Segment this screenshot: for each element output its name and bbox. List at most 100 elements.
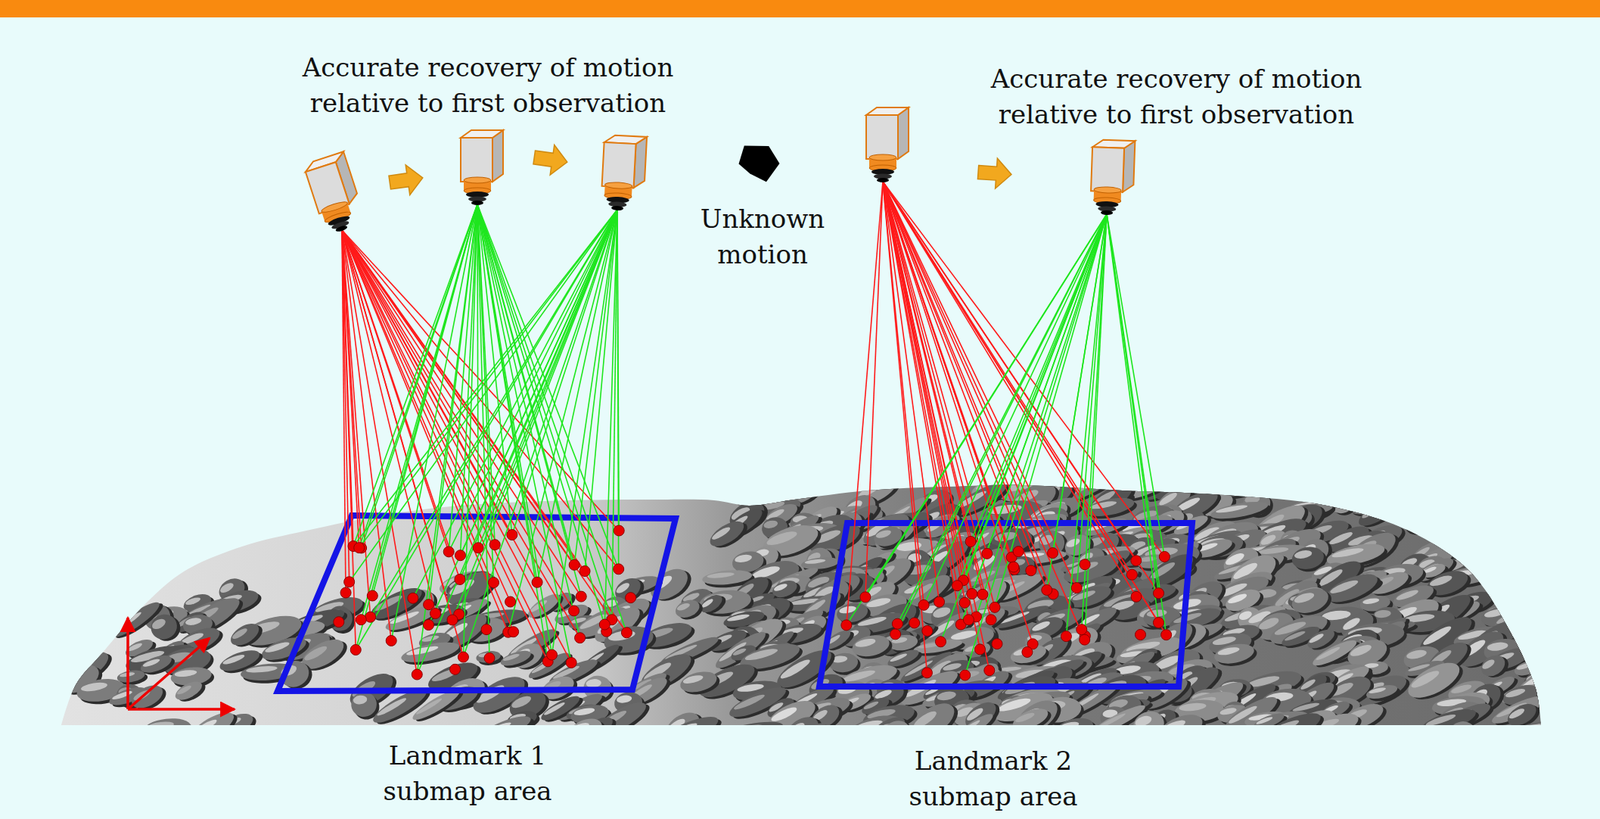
- rock-highlight: [1292, 590, 1315, 605]
- rock-highlight: [1283, 629, 1306, 643]
- rock-body: [1326, 466, 1385, 513]
- rock-body: [1354, 481, 1414, 532]
- rock-highlight: [941, 661, 962, 672]
- rock-highlight: [1362, 596, 1380, 605]
- rock: [1494, 512, 1562, 545]
- rock-highlight: [744, 646, 780, 662]
- rock: [1397, 497, 1447, 526]
- rock-highlight: [1329, 493, 1346, 506]
- rock-highlight: [421, 633, 440, 643]
- rock-highlight: [68, 624, 94, 640]
- rock-highlight: [1453, 531, 1477, 549]
- rock-body: [1501, 486, 1563, 526]
- rock-body: [1472, 538, 1524, 571]
- rock: [1282, 467, 1335, 506]
- terrain-surface: [61, 484, 1541, 725]
- rock-shadow: [1485, 487, 1535, 523]
- rock-highlight: [1404, 515, 1423, 525]
- rock-highlight: [230, 626, 249, 640]
- rock-highlight: [1511, 539, 1529, 554]
- rock: [40, 574, 90, 610]
- rock-highlight: [142, 657, 161, 668]
- rock: [498, 646, 536, 672]
- rock-body: [1463, 522, 1497, 550]
- rock-highlight: [1423, 496, 1453, 510]
- rock-shadow: [1504, 488, 1566, 528]
- rock-shadow: [1404, 513, 1439, 538]
- rock-body: [1519, 582, 1550, 606]
- rock: [1475, 537, 1532, 582]
- rock-highlight: [726, 612, 750, 623]
- rock-body: [1495, 587, 1549, 628]
- rock: [43, 584, 103, 625]
- rock-highlight: [778, 656, 812, 681]
- rock-shadow: [1400, 500, 1447, 525]
- rock-highlight: [1065, 536, 1082, 549]
- rock-shadow: [62, 593, 106, 632]
- rock-body: [1491, 555, 1555, 607]
- rock-shadow: [67, 618, 115, 655]
- rock-highlight: [184, 616, 202, 627]
- rock-shadow: [1285, 470, 1334, 505]
- rock-highlight: [763, 518, 779, 530]
- rock-body: [1504, 540, 1555, 575]
- rock-shadow: [56, 584, 103, 609]
- rock-highlight: [781, 481, 805, 498]
- rock: [53, 581, 103, 610]
- rock-body: [1481, 485, 1531, 521]
- rock-shadow: [1494, 556, 1559, 609]
- rock-highlight: [676, 601, 692, 613]
- rock-shadow: [1469, 473, 1529, 504]
- rock-highlight: [221, 652, 246, 666]
- rock-highlight: [1493, 574, 1513, 582]
- rock-highlight: [502, 652, 521, 662]
- rock-highlight: [1472, 478, 1505, 494]
- rock-body: [1477, 650, 1510, 681]
- rock: [1519, 581, 1553, 609]
- rock-body: [800, 555, 840, 571]
- rock-body: [1209, 497, 1270, 522]
- rock: [1496, 539, 1541, 568]
- rock-highlight: [1503, 598, 1522, 612]
- rock-highlight: [388, 608, 420, 625]
- rock: [1376, 479, 1436, 511]
- rock-highlight: [700, 596, 715, 609]
- rock: [1326, 487, 1362, 520]
- rock-highlight: [1307, 631, 1325, 644]
- rock-body: [1475, 538, 1528, 580]
- rock-highlight: [1429, 573, 1454, 588]
- rock-highlight: [1258, 546, 1290, 556]
- rock-body: [673, 596, 703, 621]
- rock-highlight: [1466, 528, 1485, 540]
- rock-body: [1496, 540, 1538, 565]
- rock-highlight: [710, 525, 732, 541]
- rock-shadow: [1478, 539, 1532, 581]
- rock-highlight: [889, 652, 908, 663]
- rock-highlight: [45, 582, 69, 597]
- rock-shadow: [1466, 525, 1500, 552]
- rock-highlight: [173, 668, 198, 678]
- rock: [64, 615, 115, 655]
- rock-shadow: [1496, 515, 1562, 545]
- rock-field: [40, 462, 1572, 752]
- rock: [1463, 522, 1500, 554]
- rock-shadow: [1295, 469, 1333, 504]
- rock: [1345, 477, 1415, 524]
- rock-body: [1376, 479, 1433, 508]
- rock: [677, 667, 722, 699]
- rock-highlight: [1409, 667, 1442, 690]
- rock-body: [475, 649, 501, 664]
- rock-body: [1345, 478, 1412, 521]
- rock-highlight: [932, 605, 952, 620]
- rock-body: [1487, 564, 1542, 601]
- rock-body: [53, 581, 100, 606]
- rock-highlight: [264, 640, 291, 655]
- rock-shadow: [1475, 540, 1527, 573]
- rock-highlight: [60, 667, 85, 686]
- rock-highlight: [1381, 485, 1412, 498]
- rock-highlight: [1405, 648, 1428, 661]
- rock-highlight: [857, 615, 888, 628]
- rock-shadow: [46, 587, 103, 625]
- rock: [1209, 497, 1273, 526]
